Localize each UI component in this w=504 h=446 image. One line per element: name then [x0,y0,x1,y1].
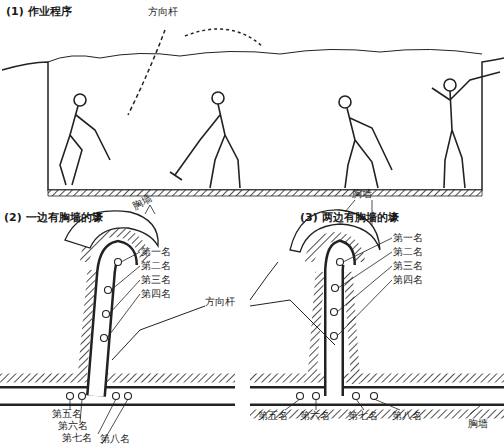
callout-label: 第八名 [100,433,130,445]
callout-label: 第四名 [141,288,171,300]
callout-label: 第二名 [141,260,171,272]
callout-label: 第二名 [393,246,423,258]
callout-label: 第六名 [58,420,88,432]
leader-lines [112,262,335,360]
callout-label: 第七名 [348,410,378,422]
callout-label: 第一名 [393,232,423,244]
trench-plan-left [0,205,235,444]
trench-section [2,29,504,196]
callout-label: 第三名 [141,274,171,286]
callout-label: 第三名 [393,260,423,272]
callout-label: 第八名 [392,410,422,422]
callout-label: 第一名 [141,246,171,258]
callout-label: 第五名 [258,410,288,422]
callout-label: 胸墙 [468,418,488,430]
callout-label: 第七名 [62,432,92,444]
callout-label: 第六名 [300,410,330,422]
soldier-figures [60,72,500,188]
callout-label: 第四名 [393,274,423,286]
section-heading: (3) 两边有胸墙的壕 [300,212,399,224]
callout-label: 方向杆 [148,6,178,18]
section-heading: (2) 一边有胸墙的壕 [4,212,103,224]
callout-label: 第五名 [52,408,82,420]
callout-label: 方向杆 [205,296,235,308]
callout-label: 胸墙 [352,188,372,200]
trench-plan-right [250,200,504,414]
section-heading: (1) 作业程序 [6,6,72,18]
